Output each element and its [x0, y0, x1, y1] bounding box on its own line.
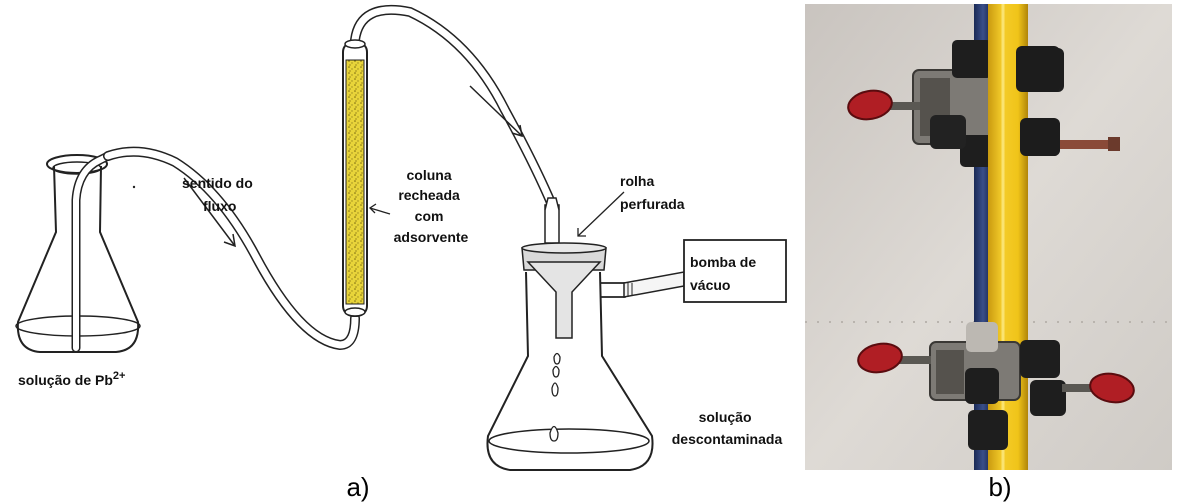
flow-direction-label: sentido do fluxo: [182, 175, 257, 214]
lower-clamp: [857, 322, 1135, 450]
packed-column: [342, 39, 368, 317]
vacuum-hose: [623, 271, 685, 298]
receiver-flask: [486, 197, 654, 471]
diagram-panel: sentido do fluxo coluna recheada com ads…: [15, 4, 787, 502]
panel-b-label: b): [988, 472, 1011, 502]
clean-solution-label: solução descontaminada: [672, 409, 783, 447]
column-pointer-arrow: [368, 203, 391, 215]
stopper-pointer-arrow: [577, 191, 625, 237]
flow-arrow-right: [469, 85, 523, 138]
lead-solution-label: solução de Pb2+: [18, 370, 125, 388]
flow-arrow-left: [183, 177, 236, 248]
panel-a-label: a): [346, 472, 369, 502]
photo-panel: b): [805, 4, 1172, 502]
column-label: coluna recheada com adsorvente: [394, 167, 469, 245]
stopper-label: rolha perfurada: [620, 173, 685, 212]
vacuum-pump-box: [683, 239, 787, 303]
pump-label: bomba de vácuo: [690, 254, 760, 293]
